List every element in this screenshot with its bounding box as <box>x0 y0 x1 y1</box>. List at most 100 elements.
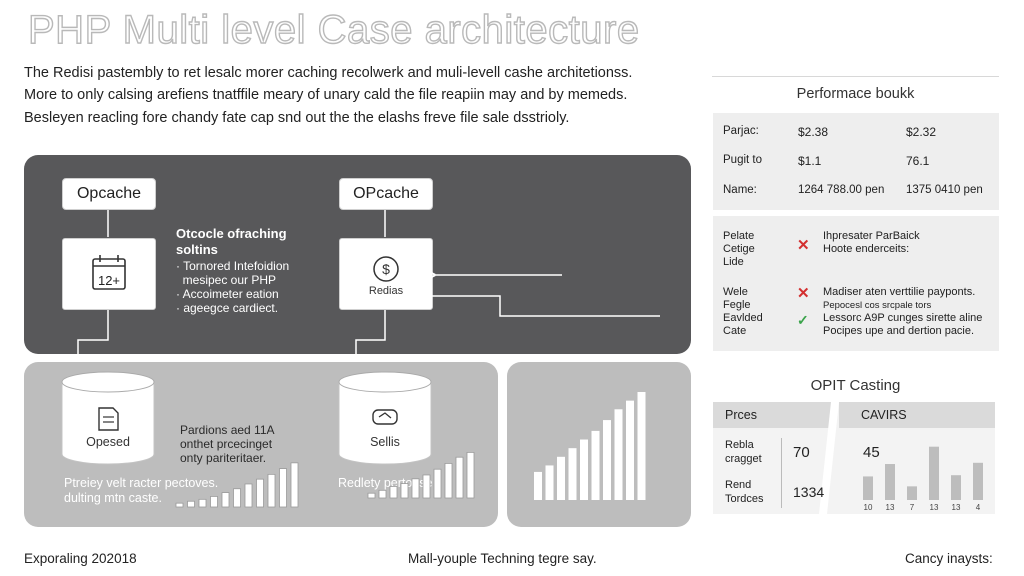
tick-label: 4 <box>976 503 981 512</box>
right-growth-bars <box>367 452 475 499</box>
opit-header-left <box>713 402 835 428</box>
notes-item: · ageegce cardiect. <box>176 301 279 315</box>
opcache-label-right: OPcache <box>339 178 433 210</box>
bar <box>929 446 939 500</box>
mid-description-line: onty pariteritaer. <box>180 451 267 465</box>
footer-right: Cancy inaysts: <box>905 551 993 566</box>
note-label-line: Lide <box>723 256 744 268</box>
notes-title: Otcocle ofraching soltins <box>176 226 287 258</box>
connector <box>77 310 109 372</box>
note-label-line: Pelate <box>723 230 755 242</box>
opit-row-label-line: Tordces <box>725 493 764 505</box>
note-text: Ihpresater ParBaick Hoote enderceits: <box>823 230 920 256</box>
tick-label: 13 <box>886 503 895 512</box>
tick-label: 10 <box>864 503 873 512</box>
notes-list: · Tornored Intefoidion mesipec our PHP ·… <box>176 259 289 315</box>
growth-chart-bars <box>534 392 646 500</box>
opit-title: OPIT Casting <box>810 377 901 394</box>
bar <box>210 496 218 508</box>
comparison-notes: Pelate Cetige Lide ✕ Ihpresater ParBaick… <box>713 216 999 351</box>
bar <box>603 420 611 500</box>
left-growth-bars <box>175 462 299 508</box>
notes-title-line-1: Otcocle ofraching <box>176 226 287 241</box>
note-text-line: Pepocesl cos srcpale tors <box>823 300 932 311</box>
note-text-line: Lessorc A9P cunges sirette aline <box>823 312 983 324</box>
intro-line-3: Besleyen reacling fore chandy fate cap s… <box>24 110 570 126</box>
opit-row-value: 1334 <box>793 484 825 500</box>
bar <box>279 468 287 508</box>
bar <box>591 430 600 500</box>
bar <box>389 486 398 499</box>
redis-node-label: Redias <box>368 285 404 297</box>
footer-left: Exporaling 202018 <box>24 551 137 566</box>
note-text-line: Pocipes upe and dertion pacie. <box>823 325 975 337</box>
performance-table: Parjac: $2.38 $2.32 Pugit to $1.1 76.1 N… <box>713 113 999 210</box>
bar <box>221 492 230 508</box>
tick-label: 13 <box>952 503 961 512</box>
bar <box>455 456 464 499</box>
bar <box>626 400 634 500</box>
notes-item: · Accoimeter eation <box>176 287 279 301</box>
opcache-node: 12+ <box>62 238 156 310</box>
tick-label: 13 <box>930 503 939 512</box>
bar <box>444 463 453 499</box>
tick-label: 7 <box>910 503 915 512</box>
opit-col-prices: Prces <box>725 408 757 422</box>
intro-line-1: The Redisi pastembly to ret lesalc morer… <box>24 65 633 81</box>
bar <box>187 500 195 508</box>
perf-row-value: $2.32 <box>906 125 937 139</box>
left-bottom-caption: Ptreiey velt racter pectoves. dulting mt… <box>64 476 218 506</box>
note-label-line: Eavlded <box>723 312 763 324</box>
perf-row-value: $1.1 <box>798 154 822 168</box>
redis-storage-cylinder: Sellis <box>338 371 432 465</box>
redis-storage-label: Sellis <box>370 435 400 449</box>
note-text: Madiser aten verttilie payponts. Pepoces… <box>823 286 982 338</box>
opcache-storage-label: Opesed <box>86 435 130 449</box>
page-title: PHP Multi level Case architecture <box>27 7 640 52</box>
mid-description-line: Pardions aed 11A <box>180 423 275 437</box>
bar <box>545 465 554 500</box>
dollar-icon: $ <box>373 256 399 282</box>
bar <box>907 486 917 500</box>
opit-bars: 10 13 7 13 13 4 <box>863 446 983 512</box>
divider <box>712 76 999 77</box>
connector <box>355 310 386 372</box>
opit-table: Prces CAVIRS Rebla cragget 70 45 Rend To… <box>713 402 995 514</box>
bar <box>557 456 565 500</box>
notes-item: mesipec our PHP <box>176 273 277 287</box>
opit-row-value-2: 45 <box>863 444 880 461</box>
check-icon: ✓ <box>797 312 809 328</box>
bar <box>422 474 431 499</box>
perf-row-label: Pugit to <box>723 154 762 166</box>
perf-row-label: Parjac: <box>723 125 759 137</box>
bar <box>290 462 299 508</box>
perf-row-value: 76.1 <box>906 154 930 168</box>
left-bottom-caption-line: Ptreiey velt racter pectoves. <box>64 476 219 490</box>
bar <box>614 409 623 500</box>
perf-row-value: 1264 788.00 pen <box>798 184 885 196</box>
calendar-icon <box>92 255 126 290</box>
intro-line-2: More to only calsing arefiens tnatffile … <box>24 87 628 103</box>
left-bottom-caption-line: dulting mtn caste. <box>64 491 162 505</box>
link-icon <box>372 409 398 425</box>
opit-row-value: 70 <box>793 444 810 461</box>
redis-node: $ Redias <box>339 238 433 310</box>
bar <box>580 439 588 500</box>
opcache-label-left: Opcache <box>62 178 156 210</box>
note-label-line: Cate <box>723 325 747 337</box>
bar <box>863 476 873 500</box>
opit-divider <box>819 402 839 514</box>
bar <box>433 468 442 499</box>
bar <box>411 478 420 499</box>
bar <box>256 478 264 508</box>
right-bottom-caption: Redlety pertouse <box>338 476 433 490</box>
opit-col-divider <box>781 438 782 508</box>
opit-row-label-line: Rebla <box>725 439 754 451</box>
bar <box>534 471 542 500</box>
document-icon <box>98 407 119 431</box>
note-text-line: Ihpresater ParBaick <box>823 230 920 242</box>
opit-row-label: Rebla cragget <box>725 438 762 466</box>
x-icon: ✕ <box>797 237 810 254</box>
note-label-line: Cetige <box>723 243 755 255</box>
bar <box>367 492 376 499</box>
